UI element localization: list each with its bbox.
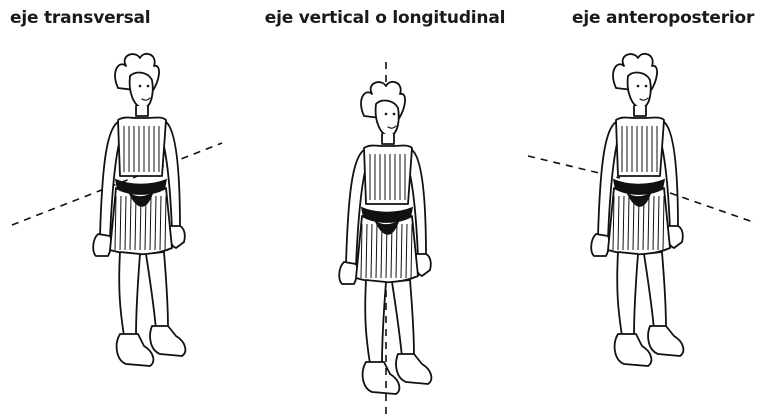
left-hand — [591, 234, 609, 256]
figure-anteroposterior — [520, 0, 757, 419]
eye — [385, 113, 388, 116]
left-leg — [365, 280, 386, 364]
face — [628, 73, 651, 108]
right-shoe — [396, 354, 431, 384]
left-shoe — [117, 334, 154, 366]
panel-vertical: eje vertical o longitudinal — [245, 0, 525, 419]
eye — [637, 85, 640, 88]
person-figure — [591, 54, 683, 366]
left-hand — [339, 262, 357, 284]
figure-transversal — [0, 0, 230, 419]
face — [130, 73, 153, 108]
person-figure — [93, 54, 185, 366]
right-leg — [392, 280, 414, 358]
left-shoe — [363, 362, 400, 394]
right-shoe — [648, 326, 683, 356]
right-leg — [644, 252, 666, 330]
figure-vertical — [245, 0, 525, 419]
eye — [139, 85, 142, 88]
left-shoe — [615, 334, 652, 366]
panel-anteroposterior: eje anteroposterior — [520, 0, 757, 419]
neck — [382, 134, 394, 144]
right-leg — [146, 252, 168, 330]
panel-transversal: eje transversal — [0, 0, 230, 419]
neck — [634, 106, 646, 116]
left-leg — [617, 252, 638, 336]
eye — [393, 113, 396, 116]
anteroposterior-axis-front — [670, 193, 756, 223]
eye — [147, 85, 150, 88]
face — [376, 101, 399, 136]
right-shoe — [150, 326, 185, 356]
left-hand — [93, 234, 111, 256]
neck — [136, 106, 148, 116]
eye — [645, 85, 648, 88]
left-leg — [119, 252, 140, 336]
